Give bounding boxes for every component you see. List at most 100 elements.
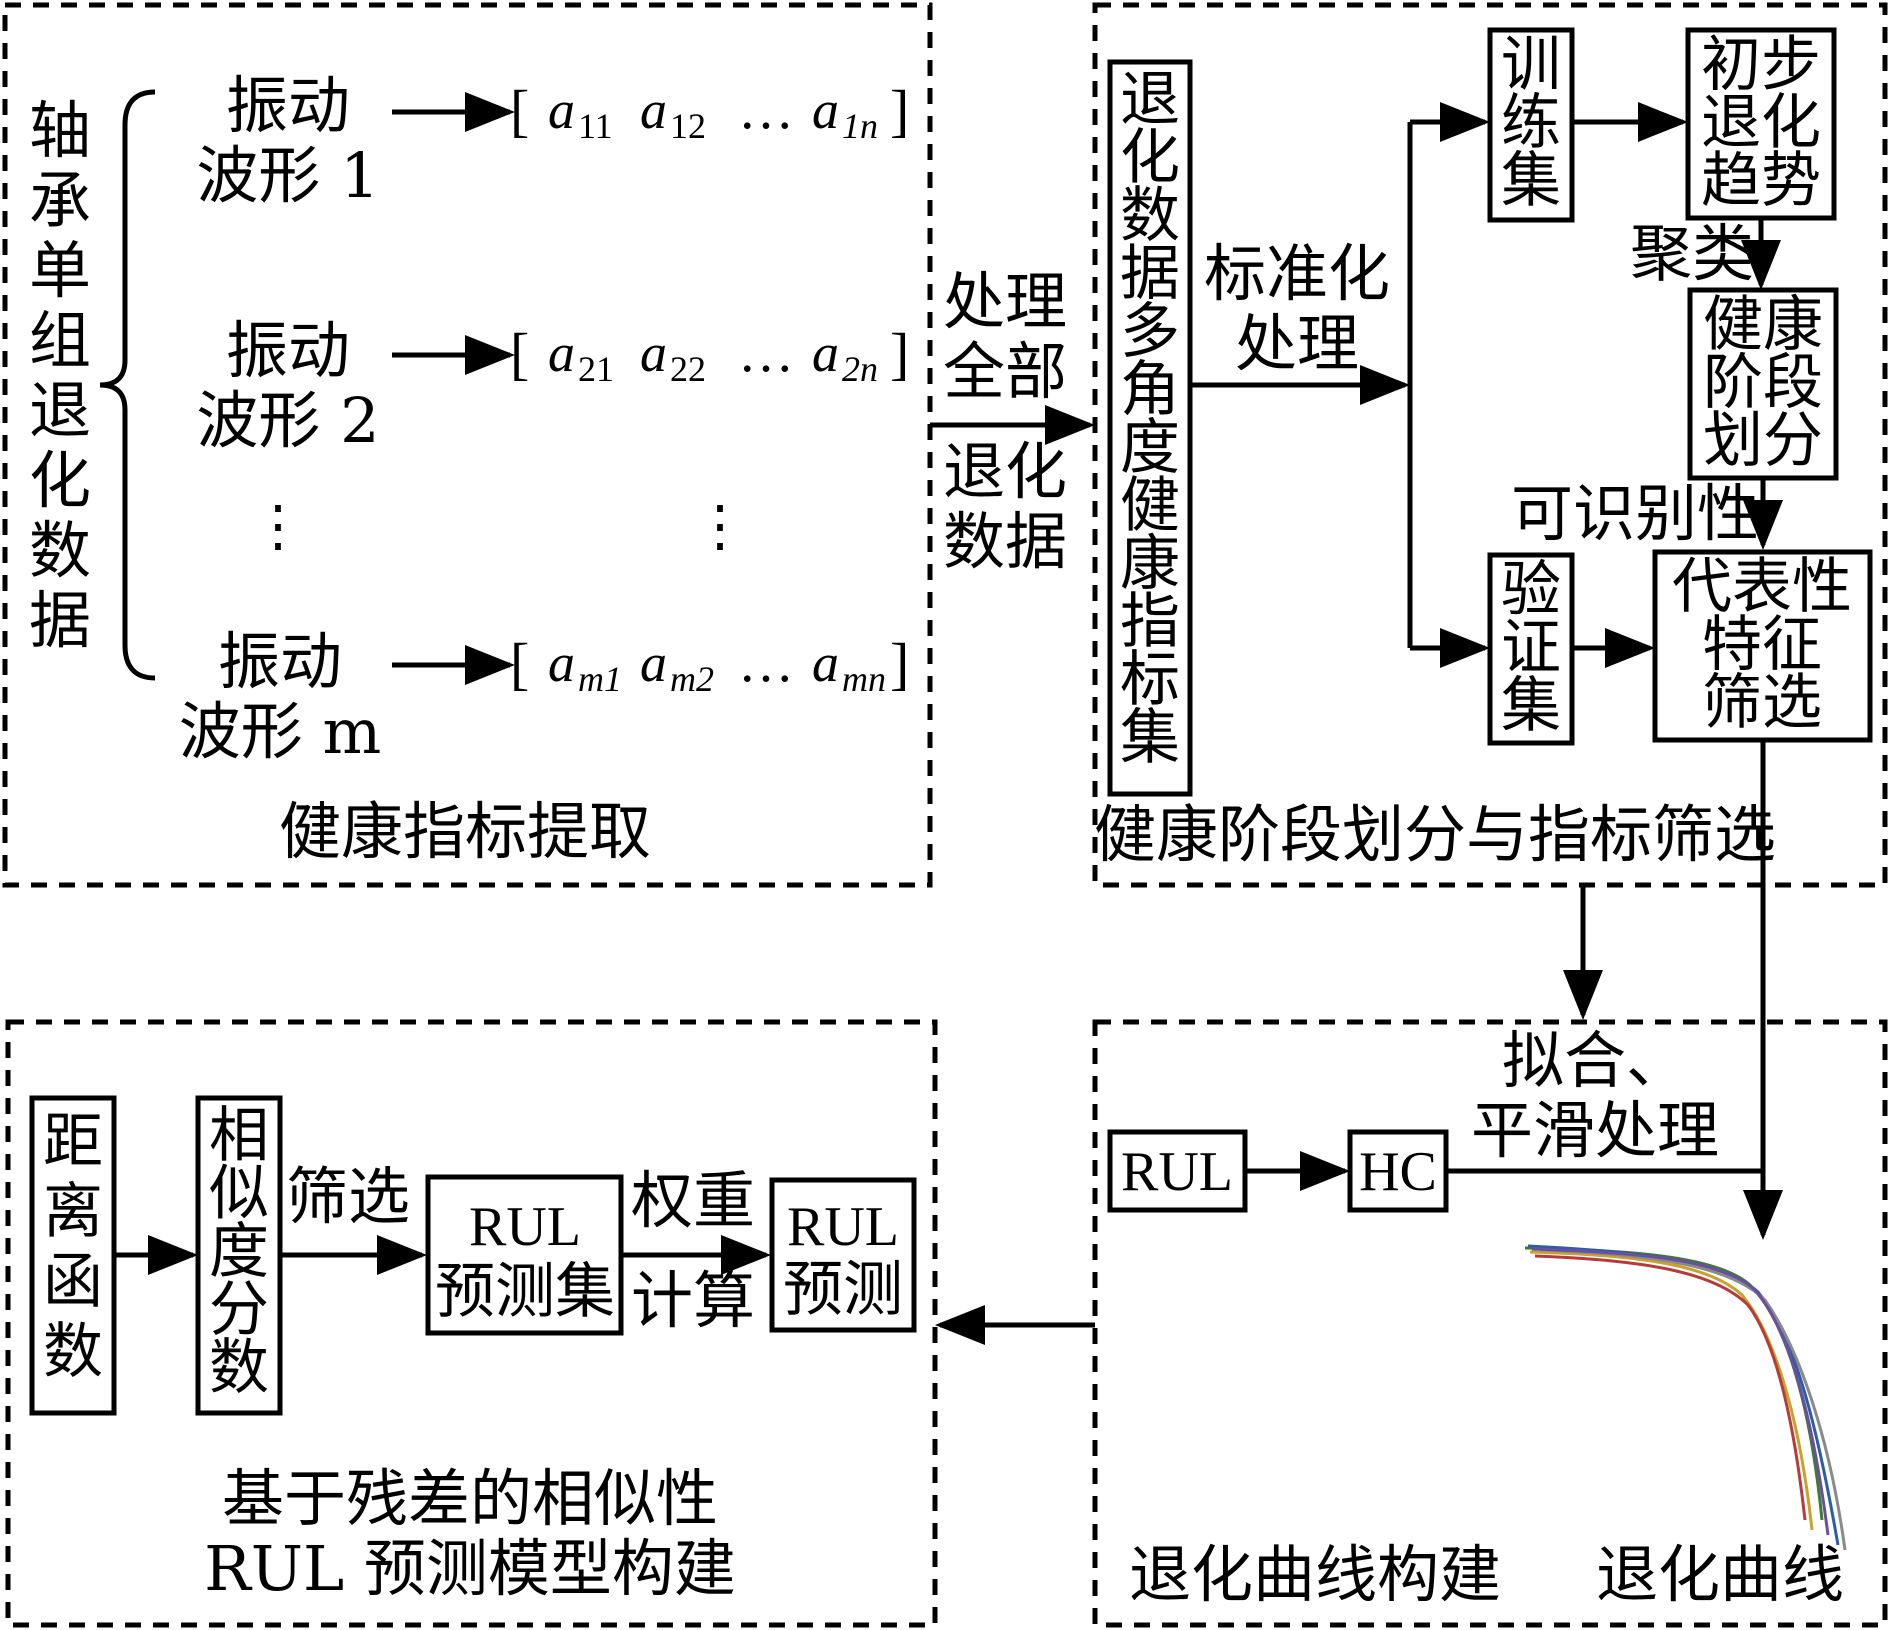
rul-pred-box [769, 1177, 917, 1333]
distance-char: 函 [43, 1247, 103, 1317]
hc-label: HC [1359, 1141, 1437, 1203]
rul-set-box [425, 1174, 624, 1336]
hi-char: 标 [1120, 645, 1180, 715]
health-stage-box [1687, 287, 1839, 481]
curve-line [1534, 1254, 1807, 1521]
weight-line1: 权重 [631, 1164, 755, 1237]
row2-bracket-open: [ [510, 321, 529, 386]
row2-sub1: 21 [578, 349, 614, 389]
panel-border [1092, 2, 1888, 888]
hi-char: 退 [1120, 65, 1180, 135]
brace-char: 退 [29, 374, 91, 447]
hi-char: 据 [1120, 239, 1180, 309]
train-set-box [1487, 27, 1575, 223]
curve-line [1529, 1250, 1814, 1531]
brace-char: 组 [29, 304, 91, 377]
fit-label-line2: 平滑处理 [1471, 1094, 1719, 1167]
brace-char: 单 [29, 234, 91, 307]
norm-label-line1: 标准化 [1204, 237, 1390, 310]
panel-title-curve: 退化曲线构建 [1129, 1538, 1501, 1611]
similarity-score-box [195, 1095, 283, 1416]
row1-bracket-close: ] [890, 78, 909, 143]
health-line2: 阶段 [1703, 348, 1823, 418]
row2-label-line2: 波形 2 [196, 384, 379, 457]
similarity-char: 相 [209, 1101, 269, 1171]
train-char: 集 [1501, 146, 1561, 216]
panel-title-model-line1: 基于残差的相似性 [222, 1462, 718, 1535]
hi-char: 角 [1120, 355, 1180, 425]
rowm-bracket-close: ] [890, 631, 909, 696]
row1-an: a [812, 80, 839, 140]
filter-label: 筛选 [286, 1160, 410, 1233]
row2-an: a [812, 323, 839, 383]
rowm-bracket-open: [ [510, 631, 529, 696]
row2-ellipsis: … [738, 322, 794, 384]
row2-a1: a [548, 323, 575, 383]
rowm-sub2: m2 [670, 659, 714, 699]
row1-bracket-open: [ [510, 78, 529, 143]
rep-line1: 代表性 [1672, 552, 1852, 622]
pred-line1: RUL [787, 1196, 899, 1258]
between-line3: 退化 [943, 435, 1067, 508]
rep-line2: 特征 [1702, 610, 1822, 680]
curve-line [1524, 1246, 1824, 1521]
hi-char: 多 [1120, 297, 1180, 367]
rowm-an: a [812, 633, 839, 693]
row1-label-line1: 振动 [226, 69, 350, 142]
rulset-line2: 预测集 [435, 1257, 615, 1327]
panel-border [2, 2, 933, 888]
rowm-a2: a [640, 633, 667, 693]
brace-char: 承 [29, 164, 91, 237]
hi-char: 集 [1120, 703, 1180, 773]
degradation-curve-plot [1524, 1244, 1847, 1551]
curve-label: 退化曲线 [1596, 1538, 1844, 1611]
rul-label: RUL [1121, 1141, 1233, 1203]
initial-line3: 趋势 [1701, 146, 1821, 216]
curve-line [1539, 1248, 1847, 1551]
hi-set-label: 退 化 数 据 多 角 度 健 康 指 标 集 [1120, 65, 1180, 773]
verify-char: 证 [1501, 613, 1561, 683]
panel-rul-model: 距 离 函 数 相 似 度 分 数 筛选 RUL 预测集 权重 计算 RUL 预… [5, 1019, 938, 1628]
vdots-left: ⋮ [250, 496, 306, 558]
curve-line [1531, 1247, 1830, 1536]
panel-degradation-curve: 拟合、 平滑处理 RUL HC 退化曲线构建 退化曲线 [1092, 1019, 1888, 1628]
health-line1: 健康 [1703, 290, 1823, 360]
distance-char: 距 [43, 1107, 103, 1177]
verify-char: 验 [1501, 555, 1561, 625]
row1-sub1: 11 [578, 106, 613, 146]
row2-label-line1: 振动 [226, 314, 350, 387]
hi-set-box [1107, 59, 1193, 797]
hi-char: 数 [1120, 181, 1180, 251]
pred-line2: 预测 [783, 1255, 903, 1325]
curly-brace [99, 89, 156, 681]
brace-char: 化 [29, 444, 91, 517]
row2-subn: 2n [842, 349, 878, 389]
hi-char: 度 [1120, 413, 1180, 483]
distance-char: 数 [43, 1317, 103, 1387]
hi-char: 化 [1120, 123, 1180, 193]
between-line1: 处理 [943, 265, 1067, 338]
rowm-label-line1: 振动 [218, 625, 342, 698]
vdots-right: ⋮ [692, 496, 748, 558]
cluster-label: 聚类 [1630, 217, 1754, 290]
row2-a2: a [640, 323, 667, 383]
hi-char: 指 [1120, 587, 1180, 657]
hi-char: 健 [1120, 471, 1180, 541]
train-char: 练 [1501, 88, 1561, 158]
rowm-a1: a [548, 633, 575, 693]
row1-label-line2: 波形 1 [196, 139, 379, 212]
train-char: 训 [1501, 30, 1561, 100]
row1-a1: a [548, 80, 575, 140]
initial-trend-box [1685, 27, 1837, 221]
row2-sub2: 22 [670, 349, 706, 389]
weight-line2: 计算 [631, 1264, 755, 1337]
row2-bracket-close: ] [890, 321, 909, 386]
panel-title-model-line2: RUL 预测模型构建 [204, 1532, 736, 1605]
identify-label: 可识别性 [1511, 477, 1759, 550]
brace-label: 轴 承 单 组 退 化 数 据 [29, 94, 91, 657]
distance-function-box [29, 1095, 117, 1416]
rowm-sub1: m1 [578, 659, 622, 699]
brace-char: 据 [29, 584, 91, 657]
row1-a2: a [640, 80, 667, 140]
